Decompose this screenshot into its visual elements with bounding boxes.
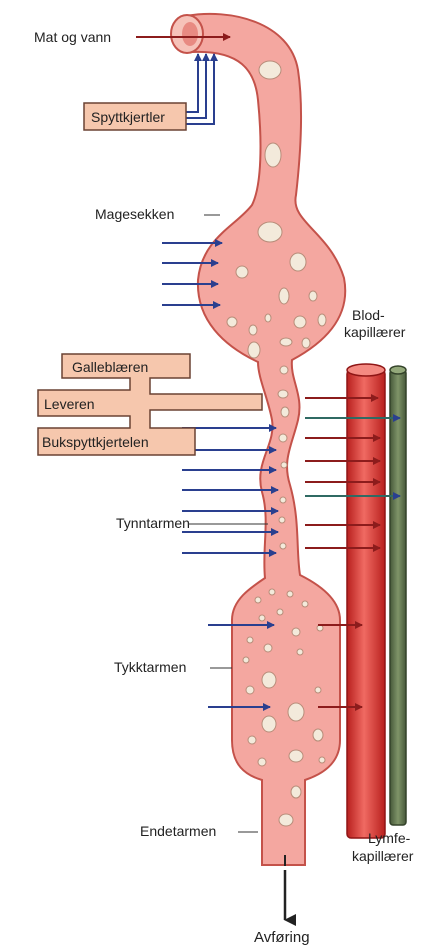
large-intestine-label: Tykktarmen <box>114 659 186 675</box>
blood-capillaries-label-1: Blod- <box>352 307 385 323</box>
blood-capillaries-label-2: kapillærer <box>344 324 406 340</box>
mouth-inner <box>182 22 198 46</box>
lymph-capillary-top <box>390 366 406 374</box>
stool-label: Avføring <box>254 929 310 946</box>
lymph-capillaries-label-1: Lymfe- <box>368 830 411 846</box>
rectum-label: Endetarmen <box>140 823 216 839</box>
small-intestine-label: Tynntarmen <box>116 515 190 531</box>
salivary-label: Spyttkjertler <box>91 109 165 125</box>
blood-capillary-vessel <box>347 370 385 838</box>
gallbladder-label: Galleblæren <box>72 359 148 375</box>
stomach-label: Magesekken <box>95 206 174 222</box>
lymph-capillaries-label-2: kapillærer <box>352 848 414 864</box>
salivary-duct-arrow <box>186 54 198 112</box>
liver-label: Leveren <box>44 396 95 412</box>
salivary-duct-arrow <box>186 54 206 118</box>
pancreas-label: Bukspyttkjertelen <box>42 434 149 450</box>
food-water-label: Mat og vann <box>34 29 111 45</box>
lymph-capillary-vessel <box>390 370 406 825</box>
salivary-duct-arrow <box>186 54 214 124</box>
blood-capillary-top <box>347 364 385 376</box>
